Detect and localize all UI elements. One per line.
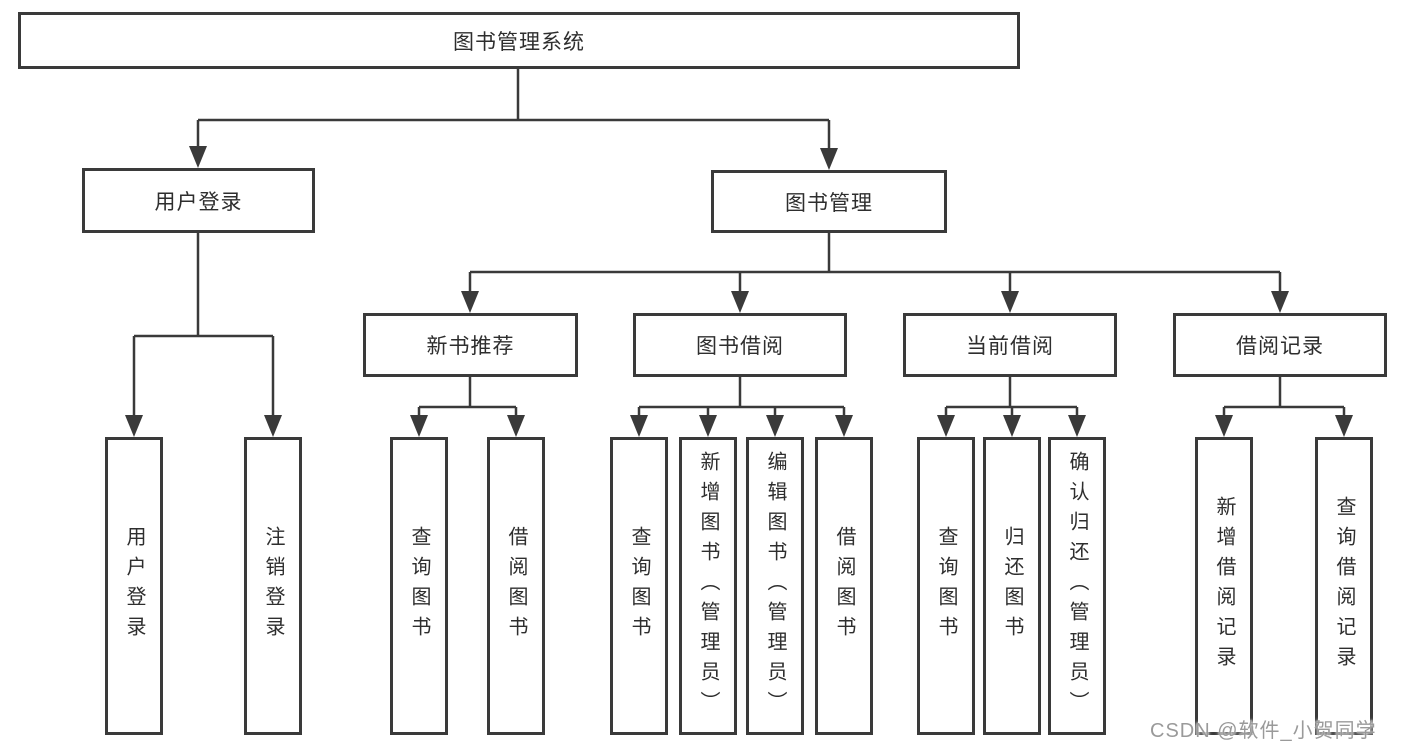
node-leaf-borrow-books-recommend-label: 借阅图书 (505, 526, 527, 646)
node-leaf-add-books-admin-label: 新增图书（管理员） (697, 451, 719, 721)
node-borrowing-records-label: 借阅记录 (1236, 335, 1324, 358)
node-user-login: 用户登录 (82, 168, 315, 233)
node-leaf-logout: 注销登录 (244, 437, 302, 735)
node-leaf-query-books-borrowing-label: 查询图书 (628, 526, 650, 646)
node-leaf-borrow-books-label: 借阅图书 (833, 526, 855, 646)
node-leaf-confirm-return-admin-label: 确认归还（管理员） (1066, 451, 1088, 721)
node-leaf-add-books-admin: 新增图书（管理员） (679, 437, 737, 735)
node-book-borrowing: 图书借阅 (633, 313, 847, 377)
node-leaf-add-borrow-record-label: 新增借阅记录 (1213, 496, 1235, 676)
node-leaf-borrow-books: 借阅图书 (815, 437, 873, 735)
arrowheads (125, 146, 1353, 437)
node-leaf-user-login-label: 用户登录 (123, 526, 145, 646)
node-new-book-recommend: 新书推荐 (363, 313, 578, 377)
node-root-label: 图书管理系统 (453, 30, 585, 54)
node-leaf-query-borrow-record-label: 查询借阅记录 (1333, 496, 1355, 676)
node-leaf-query-books-recommend: 查询图书 (390, 437, 448, 735)
node-leaf-query-borrow-record: 查询借阅记录 (1315, 437, 1373, 735)
node-leaf-return-books-label: 归还图书 (1001, 526, 1023, 646)
node-leaf-confirm-return-admin: 确认归还（管理员） (1048, 437, 1106, 735)
node-book-borrowing-label: 图书借阅 (696, 335, 784, 358)
node-leaf-edit-books-admin: 编辑图书（管理员） (746, 437, 804, 735)
node-current-borrowing: 当前借阅 (903, 313, 1117, 377)
node-root-system: 图书管理系统 (18, 12, 1020, 69)
node-book-management-label: 图书管理 (785, 191, 873, 215)
node-current-borrowing-label: 当前借阅 (966, 335, 1054, 358)
node-leaf-logout-label: 注销登录 (262, 526, 284, 646)
node-leaf-query-books-recommend-label: 查询图书 (408, 526, 430, 646)
node-leaf-borrow-books-recommend: 借阅图书 (487, 437, 545, 735)
node-user-login-label: 用户登录 (154, 190, 243, 214)
node-leaf-query-books-current: 查询图书 (917, 437, 975, 735)
node-leaf-query-books-current-label: 查询图书 (935, 526, 957, 646)
node-book-management: 图书管理 (711, 170, 947, 233)
node-leaf-edit-books-admin-label: 编辑图书（管理员） (764, 451, 786, 721)
node-leaf-add-borrow-record: 新增借阅记录 (1195, 437, 1253, 735)
node-leaf-user-login: 用户登录 (105, 437, 163, 735)
node-leaf-return-books: 归还图书 (983, 437, 1041, 735)
watermark: CSDN @软件_小贺同学 (1150, 720, 1377, 742)
node-borrowing-records: 借阅记录 (1173, 313, 1387, 377)
node-new-book-recommend-label: 新书推荐 (426, 335, 515, 358)
node-leaf-query-books-borrowing: 查询图书 (610, 437, 668, 735)
